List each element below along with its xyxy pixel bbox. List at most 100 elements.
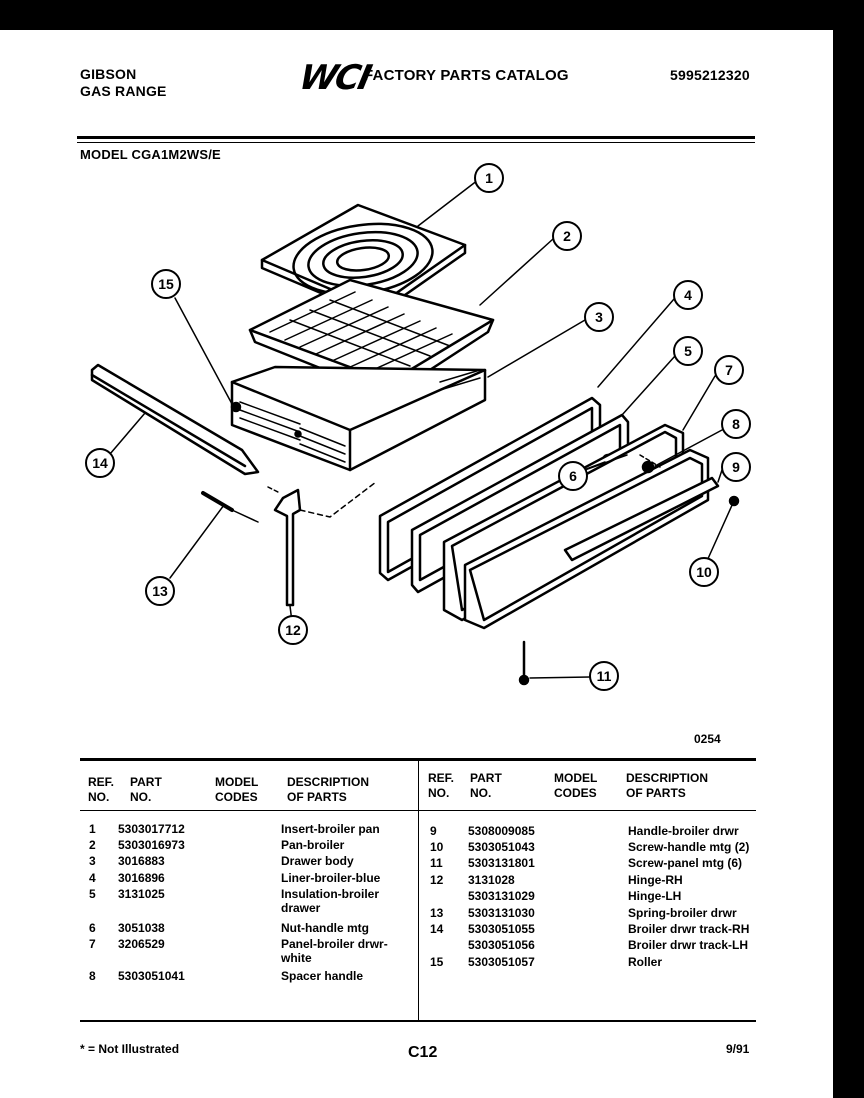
table-row-desc: Spacer handle bbox=[281, 969, 364, 983]
table-row-ref: 8 bbox=[89, 969, 96, 983]
table-row-part: 5303016973 bbox=[118, 838, 185, 852]
table-row-part: 5303131029 bbox=[468, 889, 535, 903]
table-row-desc: Handle-broiler drwr bbox=[628, 824, 739, 838]
header-rule bbox=[77, 136, 755, 139]
svg-text:9: 9 bbox=[732, 459, 740, 475]
table-row-part: 3206529 bbox=[118, 937, 165, 951]
svg-text:8: 8 bbox=[732, 416, 740, 432]
callout-8: 8 bbox=[721, 409, 751, 439]
header-ref-no-left: REF. NO. bbox=[88, 775, 115, 804]
callout-5: 5 bbox=[673, 336, 703, 366]
callout-2: 2 bbox=[552, 221, 582, 251]
header-rule-thin bbox=[77, 142, 755, 143]
header-ref-no-right: REF. NO. bbox=[428, 771, 455, 800]
page-number: C12 bbox=[408, 1044, 438, 1061]
svg-text:14: 14 bbox=[92, 455, 108, 471]
svg-text:7: 7 bbox=[725, 362, 733, 378]
table-row-ref: 6 bbox=[89, 921, 96, 935]
svg-text:3: 3 bbox=[595, 309, 603, 325]
drawer-body-illustration bbox=[230, 365, 487, 472]
table-row-part: 5303131801 bbox=[468, 856, 535, 870]
svg-text:5: 5 bbox=[684, 343, 692, 359]
callout-7: 7 bbox=[714, 355, 744, 385]
table-row-part: 5303017712 bbox=[118, 822, 185, 836]
header-model-codes-left: MODEL CODES bbox=[215, 775, 259, 804]
table-row-desc: Liner-broiler-blue bbox=[281, 871, 381, 885]
header-model-codes-right: MODEL CODES bbox=[554, 771, 598, 800]
callout-12: 12 bbox=[278, 615, 308, 645]
table-row-ref: 2 bbox=[89, 838, 96, 852]
screw-handle-illustration bbox=[728, 495, 740, 507]
table-row-desc: Screw-panel mtg (6) bbox=[628, 856, 743, 870]
table-row-ref: 11 bbox=[430, 856, 443, 870]
table-row-part: 5308009085 bbox=[468, 824, 535, 838]
table-row-part: 3016883 bbox=[118, 854, 165, 868]
table-row-desc: Drawer body bbox=[281, 854, 354, 868]
table-row-desc: Spring-broiler drwr bbox=[628, 906, 737, 920]
table-top-rule bbox=[80, 758, 756, 761]
svg-text:6: 6 bbox=[569, 468, 577, 484]
table-row-desc: Hinge-LH bbox=[628, 889, 682, 903]
broiler-drawer-track-illustration bbox=[90, 363, 260, 476]
table-row-ref: 9 bbox=[430, 824, 437, 838]
callout-9: 9 bbox=[721, 452, 751, 482]
table-row-part: 5303131030 bbox=[468, 906, 535, 920]
callout-14: 14 bbox=[85, 448, 115, 478]
callout-11: 11 bbox=[589, 661, 619, 691]
table-row-part: 3131025 bbox=[118, 887, 165, 901]
header-part-no-left: PART NO. bbox=[130, 775, 162, 804]
table-row-ref: 1 bbox=[89, 822, 96, 836]
revision-date: 9/91 bbox=[726, 1042, 750, 1056]
svg-text:4: 4 bbox=[684, 287, 692, 303]
svg-text:12: 12 bbox=[285, 622, 301, 638]
table-column-divider bbox=[418, 761, 419, 1020]
table-row-part: 5303051056 bbox=[468, 938, 535, 952]
header-description-right: DESCRIPTION OF PARTS bbox=[626, 771, 709, 800]
callout-10: 10 bbox=[689, 557, 719, 587]
table-row-ref: 7 bbox=[89, 937, 96, 951]
table-row-part: 3131028 bbox=[468, 873, 515, 887]
catalog-number: 5995212320 bbox=[670, 67, 750, 83]
table-row-part: 3016896 bbox=[118, 871, 165, 885]
table-row-ref: 13 bbox=[430, 906, 444, 920]
callout-6: 6 bbox=[558, 461, 588, 491]
table-row-desc: Broiler drwr track-RH bbox=[628, 922, 750, 936]
spring-broiler-drawer-illustration bbox=[201, 491, 259, 523]
table-row-part: 5303051041 bbox=[118, 969, 185, 983]
table-row-ref: 3 bbox=[89, 854, 96, 868]
product-type: GAS RANGE bbox=[80, 83, 167, 99]
hinge-illustration bbox=[273, 488, 302, 607]
svg-text:2: 2 bbox=[563, 228, 571, 244]
model-number: MODEL CGA1M2WS/E bbox=[80, 147, 221, 162]
svg-text:11: 11 bbox=[597, 668, 612, 684]
table-bottom-rule bbox=[80, 1020, 756, 1022]
table-row-desc: Broiler drwr track-LH bbox=[628, 938, 749, 952]
table-row-ref: 12 bbox=[430, 873, 444, 887]
callout-1: 1 bbox=[474, 163, 504, 193]
not-illustrated-note: * = Not Illustrated bbox=[80, 1042, 180, 1056]
table-row-ref: 14 bbox=[430, 922, 444, 936]
svg-text:1: 1 bbox=[485, 170, 493, 186]
callout-3: 3 bbox=[584, 302, 614, 332]
svg-text:13: 13 bbox=[152, 583, 168, 599]
table-row-ref: 5 bbox=[89, 887, 96, 901]
table-row-desc: Nut-handle mtg bbox=[281, 921, 369, 935]
table-row-part: 5303051043 bbox=[468, 840, 535, 854]
spacer-handle-illustration bbox=[641, 460, 655, 474]
table-row-desc: Hinge-RH bbox=[628, 873, 683, 887]
callout-13: 13 bbox=[145, 576, 175, 606]
table-row-part: 3051038 bbox=[118, 921, 165, 935]
table-row-desc: Insulation-broiler drawer bbox=[281, 887, 380, 915]
table-row-part: 5303051055 bbox=[468, 922, 535, 936]
svg-text:15: 15 bbox=[158, 276, 174, 292]
table-row-ref: 15 bbox=[430, 955, 444, 969]
brand-name: GIBSON bbox=[80, 66, 137, 82]
table-row-ref: 10 bbox=[430, 840, 444, 854]
table-row-desc: Pan-broiler bbox=[281, 838, 345, 852]
table-header-rule bbox=[80, 810, 756, 811]
figure-number: 0254 bbox=[694, 732, 721, 746]
catalog-title: FACTORY PARTS CATALOG bbox=[364, 67, 569, 84]
callout-15: 15 bbox=[151, 269, 181, 299]
table-row-part: 5303051057 bbox=[468, 955, 535, 969]
table-row-desc: Insert-broiler pan bbox=[281, 822, 380, 836]
